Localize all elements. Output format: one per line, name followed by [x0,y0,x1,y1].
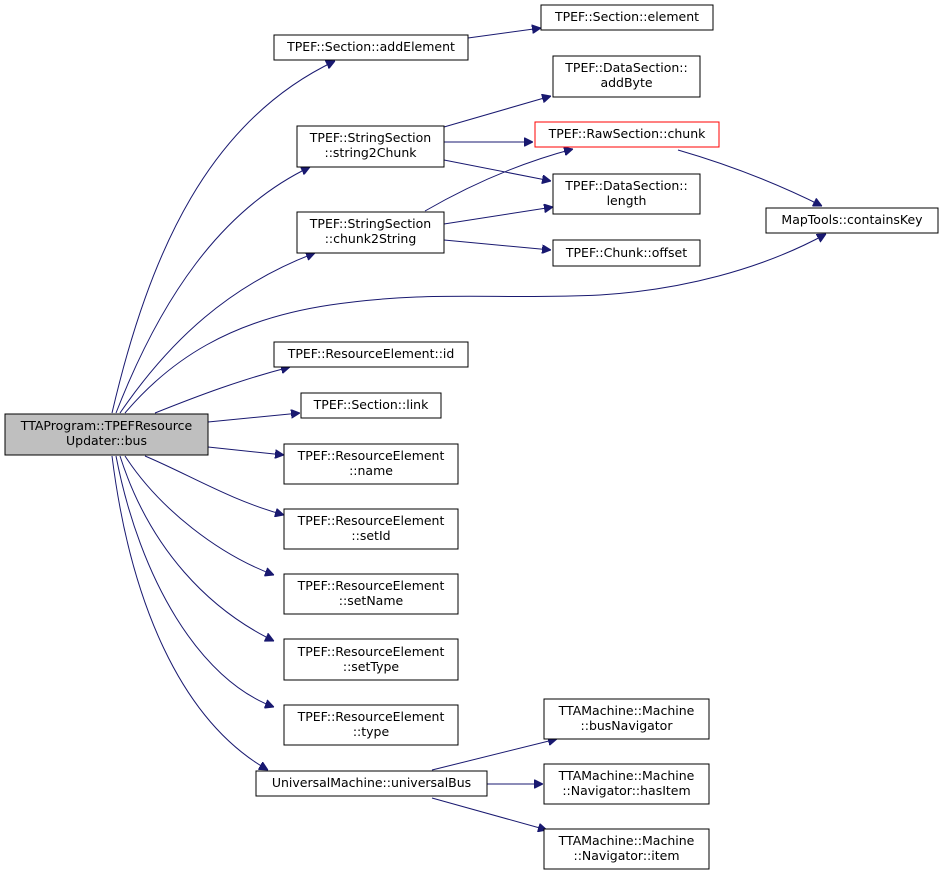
node-resourceelement-setname[interactable]: TPEF::ResourceElement ::setName [283,573,459,615]
node-resourceelement-type[interactable]: TPEF::ResourceElement ::type [283,704,459,746]
node-root-label-1: TTAProgram::TPEFResource [20,418,193,433]
edge-bus-to-universalbus [111,455,268,770]
edge-string2chunk-to-addbyte [443,96,551,128]
node-stringsection-chunk2string[interactable]: TPEF::StringSection ::chunk2String [296,211,445,254]
node-section-element[interactable]: TPEF::Section::element [540,4,714,31]
node-navigator-item-label-1: TTAMachine::Machine [558,833,695,848]
edge-bus-to-string2chunk [115,167,310,414]
node-stringsection-chunk2string-label-1: TPEF::StringSection [309,216,431,231]
edge-addelement-to-element [467,28,541,39]
edge-bus-to-section-link [207,413,300,423]
node-root-box [4,413,209,456]
node-datasection-length[interactable]: TPEF::DataSection:: length [552,173,701,215]
edge-chunk2string-to-length [443,207,553,225]
node-resourceelement-name-label-1: TPEF::ResourceElement [297,448,445,463]
node-navigator-hasitem[interactable]: TTAMachine::Machine ::Navigator::hasItem [543,763,710,805]
edge-chunk2string-to-offset [443,239,551,250]
node-stringsection-string2chunk-label-1: TPEF::StringSection [309,130,431,145]
node-maptools-containskey[interactable]: MapTools::containsKey [765,207,939,234]
node-navigator-hasitem-label-1: TTAMachine::Machine [558,768,695,783]
node-resourceelement-settype[interactable]: TPEF::ResourceElement ::setType [283,638,459,681]
edge-bus-to-chunk2string [119,253,315,414]
node-resourceelement-id-label: TPEF::ResourceElement::id [287,346,455,361]
node-universalmachine-universalbus[interactable]: UniversalMachine::universalBus [255,770,488,797]
node-root-bus: TTAProgram::TPEFResource Updater::bus [4,413,209,456]
node-maptools-containskey-label: MapTools::containsKey [781,212,923,227]
node-stringsection-string2chunk[interactable]: TPEF::StringSection ::string2Chunk [296,125,445,168]
node-datasection-length-label-2: length [607,193,647,208]
edge-bus-to-type [115,455,274,707]
edge-bus-to-resourceelement-id [154,367,290,414]
node-resourceelement-type-label-1: TPEF::ResourceElement [297,709,445,724]
node-section-addelement-label: TPEF::Section::addElement [286,39,455,54]
node-section-link[interactable]: TPEF::Section::link [300,392,442,419]
node-datasection-addbyte-label-2: addByte [600,75,652,90]
edge-bus-to-settype [119,455,274,641]
node-rawsection-chunk[interactable]: TPEF::RawSection::chunk [534,121,720,148]
node-stringsection-chunk2string-label-2: ::chunk2String [325,231,417,246]
node-section-addelement[interactable]: TPEF::Section::addElement [273,34,469,61]
node-section-link-label: TPEF::Section::link [313,397,429,412]
node-resourceelement-setid[interactable]: TPEF::ResourceElement ::setId [283,508,459,550]
edge-chunk-to-containskey [677,149,822,206]
node-resourceelement-id[interactable]: TPEF::ResourceElement::id [273,341,469,368]
node-resourceelement-name-label-2: ::name [349,463,393,478]
node-root-label-2: Updater::bus [66,433,147,448]
node-datasection-length-label-1: TPEF::DataSection:: [564,178,687,193]
edge-universalbus-to-busnavigator [431,739,557,771]
node-resourceelement-settype-label-1: TPEF::ResourceElement [297,644,445,659]
node-resourceelement-name[interactable]: TPEF::ResourceElement ::name [283,443,459,485]
edge-bus-to-containskey [124,234,826,414]
node-resourceelement-type-label-2: ::type [353,724,390,739]
node-chunk-offset-label: TPEF::Chunk::offset [565,245,687,260]
node-machine-busnavigator-label-2: ::busNavigator [581,718,674,733]
node-navigator-item-label-2: ::Navigator::item [573,848,679,863]
node-chunk-offset[interactable]: TPEF::Chunk::offset [552,239,701,267]
edge-chunk2string-to-chunk [424,149,573,212]
node-navigator-hasitem-label-2: ::Navigator::hasItem [562,783,690,798]
node-rawsection-chunk-label: TPEF::RawSection::chunk [548,126,707,141]
node-navigator-item[interactable]: TTAMachine::Machine ::Navigator::item [543,828,710,870]
node-datasection-addbyte[interactable]: TPEF::DataSection:: addByte [552,55,701,98]
edge-bus-to-setid [144,455,284,515]
edges [111,28,826,830]
node-resourceelement-setid-label-2: ::setId [351,528,390,543]
edge-universalbus-to-item [431,797,547,830]
edge-bus-to-addelement [111,61,335,414]
edge-string2chunk-to-length [443,159,551,181]
node-datasection-addbyte-label-1: TPEF::DataSection:: [564,60,687,75]
node-section-element-label: TPEF::Section::element [554,9,699,24]
node-machine-busnavigator[interactable]: TTAMachine::Machine ::busNavigator [543,698,710,740]
node-machine-busnavigator-label-1: TTAMachine::Machine [558,703,695,718]
node-resourceelement-settype-label-2: ::setType [343,659,400,674]
edge-bus-to-name [207,446,284,455]
edge-bus-to-setname [124,455,274,575]
node-resourceelement-setname-label-2: ::setName [339,593,404,608]
node-resourceelement-setid-label-1: TPEF::ResourceElement [297,513,445,528]
node-resourceelement-setname-label-1: TPEF::ResourceElement [297,578,445,593]
node-stringsection-string2chunk-label-2: ::string2Chunk [325,145,418,160]
node-universalmachine-universalbus-label: UniversalMachine::universalBus [272,775,471,790]
